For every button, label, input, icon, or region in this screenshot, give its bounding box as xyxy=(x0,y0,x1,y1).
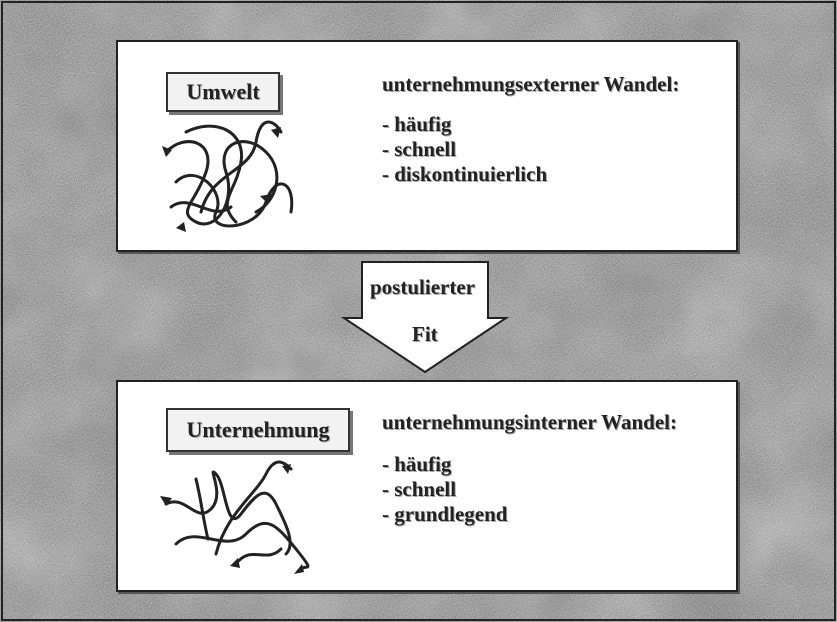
company-panel: Unternehmung unternehmungsinterner Wande… xyxy=(116,380,738,592)
list-item: schnell xyxy=(382,137,547,162)
external-change-heading: unternehmungsexterner Wandel: xyxy=(382,72,680,96)
environment-label: Umwelt xyxy=(166,72,280,112)
external-change-list: häufig schnell diskontinuierlich xyxy=(382,112,547,187)
list-item: häufig xyxy=(382,112,547,137)
turbulence-scribble-icon xyxy=(162,120,294,232)
change-scribble-icon xyxy=(160,460,310,574)
company-label: Unternehmung xyxy=(166,408,350,452)
list-item: schnell xyxy=(382,477,507,502)
list-item: grundlegend xyxy=(382,502,507,527)
list-item: diskontinuierlich xyxy=(382,162,547,187)
down-arrow-icon xyxy=(340,261,510,374)
environment-panel: Umwelt unternehmungsexterner Wandel: häu… xyxy=(116,40,738,252)
internal-change-list: häufig schnell grundlegend xyxy=(382,452,507,527)
fit-label-line1: postulierter xyxy=(370,275,475,299)
fit-label-line2: Fit xyxy=(412,322,438,346)
internal-change-heading: unternehmungsinterner Wandel: xyxy=(382,410,678,434)
list-item: häufig xyxy=(382,452,507,477)
